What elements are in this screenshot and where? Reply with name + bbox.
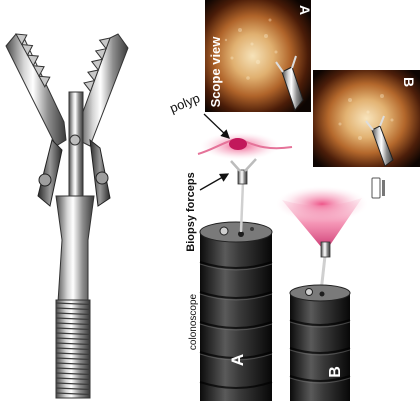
logo-bar bbox=[382, 180, 385, 196]
forceps-right-jaw bbox=[78, 34, 128, 146]
forceps-closeup bbox=[6, 34, 128, 398]
photo-b-label: B bbox=[401, 77, 417, 87]
scope-a-label: A bbox=[228, 354, 247, 366]
left-jaw-body bbox=[6, 34, 66, 146]
pivot-rivet bbox=[70, 135, 80, 145]
forceps-b-head bbox=[321, 242, 330, 257]
colonoscope-a: Biopsy forceps colonoscope A bbox=[185, 159, 272, 401]
photo-a-label: A bbox=[297, 5, 313, 15]
polyp-arrow bbox=[204, 114, 229, 138]
scope-a-body bbox=[200, 232, 272, 401]
forceps-body-taper bbox=[56, 196, 94, 302]
publisher-logo bbox=[372, 178, 385, 198]
forceps-center-rod bbox=[69, 92, 83, 204]
scope-b-biopsy-forceps bbox=[321, 242, 330, 292]
scope-a-biopsy-forceps bbox=[231, 159, 256, 232]
forceps-left-jaw bbox=[6, 34, 66, 146]
polyp-b-stretched-cone bbox=[282, 198, 362, 248]
scope-view-photo-b: B bbox=[313, 70, 420, 167]
polyp-label: polyp bbox=[168, 90, 202, 116]
scope-b-label: B bbox=[327, 366, 344, 378]
scope-b-body bbox=[290, 293, 350, 401]
scope-b-channel bbox=[320, 292, 325, 297]
scope-b-lens bbox=[306, 289, 313, 296]
scope-view-photo-a: Scope view A bbox=[205, 0, 313, 112]
left-link-rivet bbox=[39, 174, 51, 186]
scope-a-tip-face bbox=[200, 222, 272, 242]
forceps-a-jaws bbox=[231, 159, 256, 171]
forceps-a-head bbox=[238, 170, 247, 184]
colonoscope-label: colonoscope bbox=[188, 293, 199, 350]
colonoscope-b: B bbox=[276, 186, 368, 401]
biopsy-forceps-arrow bbox=[200, 174, 228, 190]
scope-view-title: Scope view bbox=[208, 36, 223, 108]
forceps-spring-coil bbox=[56, 300, 90, 398]
scope-a-light bbox=[250, 227, 254, 231]
polyp bbox=[229, 138, 247, 150]
logo-mark bbox=[372, 178, 380, 198]
right-link-rivet bbox=[96, 172, 108, 184]
biopsy-forceps-label: Biopsy forceps bbox=[185, 172, 197, 251]
scope-a-lens bbox=[220, 227, 228, 235]
